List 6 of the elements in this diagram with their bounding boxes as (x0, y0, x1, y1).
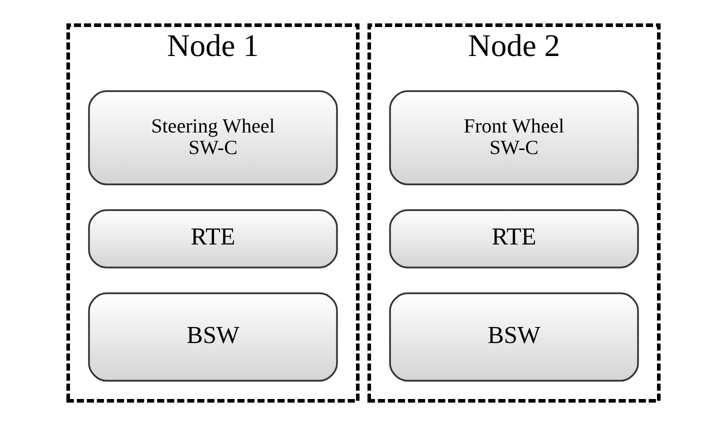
node-box: Front Wheel SW-C (388, 90, 638, 186)
node-box: RTE (88, 209, 338, 268)
node-box: BSW (88, 292, 338, 382)
node-box: Steering Wheel SW-C (88, 90, 338, 186)
node-box: RTE (388, 209, 638, 268)
node-box: BSW (388, 292, 638, 382)
